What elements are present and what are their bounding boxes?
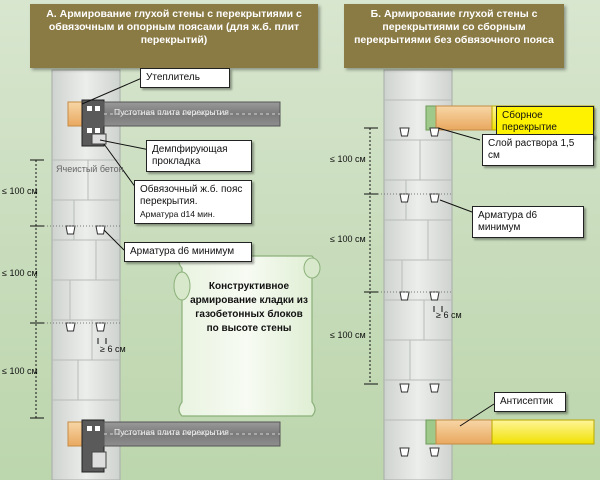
right-gap-dim: ≥ 6 см: [436, 310, 462, 320]
slab-text-bottom: Пустотная плита перекрытия: [114, 427, 229, 437]
rebar-label-left: Арматура d6 минимум: [124, 242, 252, 262]
left-dimension-lines: [30, 159, 120, 419]
antiseptic-label: Антисептик: [494, 392, 566, 412]
left-leader-lines: [81, 77, 151, 251]
right-dim-2: ≤ 100 см: [330, 234, 366, 244]
left-dim-1: ≤ 100 см: [2, 186, 38, 196]
left-gap-dim: ≥ 6 см: [100, 344, 126, 354]
damper-label: Демпфирующая прокладка: [146, 140, 252, 172]
right-leader-lines: [437, 127, 495, 427]
right-dimension-lines: [364, 127, 452, 385]
slab-text-top: Пустотная плита перекрытия: [114, 107, 229, 117]
belt-label-text: Обвязочный ж.б. пояс перекрытия.: [140, 184, 243, 207]
scroll-text: Конструктивное армирование кладки из газ…: [190, 281, 308, 334]
right-dim-3: ≤ 100 см: [330, 330, 366, 340]
wall-material-text: Ячеистый бетон: [56, 164, 124, 174]
right-wall: [383, 69, 595, 480]
right-title: Б. Армирование глухой стены с перекрытия…: [344, 4, 564, 68]
belt-label-note: Арматура d14 мин.: [140, 209, 215, 219]
prefab-slab-label: Сборное перекрытие: [496, 106, 594, 138]
left-dim-2: ≤ 100 см: [2, 268, 38, 278]
rebar-label-right: Арматура d6 минимум: [472, 206, 584, 238]
left-title: А. Армирование глухой стены с перекрытия…: [30, 4, 318, 68]
right-dim-1: ≤ 100 см: [330, 154, 366, 164]
left-dim-3: ≤ 100 см: [2, 366, 38, 376]
insulation-label: Утеплитель: [140, 68, 230, 88]
left-wall: [51, 69, 281, 480]
belt-label: Обвязочный ж.б. пояс перекрытия. Арматур…: [134, 180, 252, 224]
mortar-label: Слой раствора 1,5 см: [482, 134, 594, 166]
